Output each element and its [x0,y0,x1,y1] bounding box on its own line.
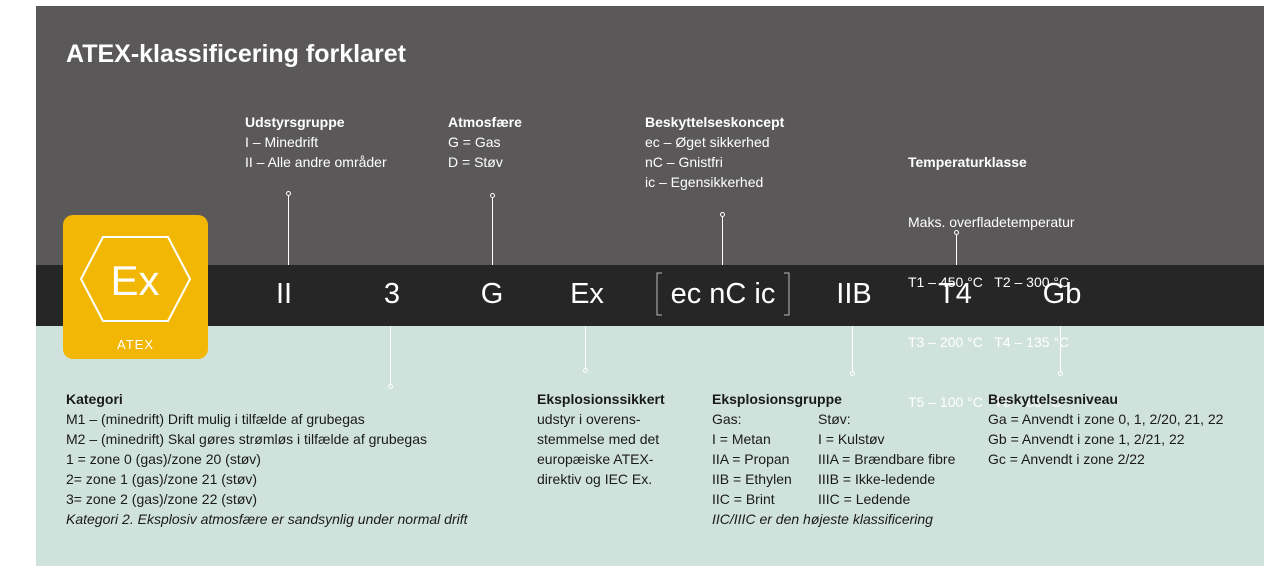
kategori-heading: Kategori [66,391,123,407]
eksplosionssikkert-line: europæiske ATEX- [537,451,654,467]
dust-item: IIIB = Ikke-ledende [818,471,936,487]
temperaturklasse-line: T5 – 100 °C T6 – 85 °C [908,394,1062,410]
code-protection-concept: ec nC ic [670,278,776,310]
code-ex: Ex [570,278,604,310]
beskyttelseskoncept-line: nC – Gnistfri [645,154,723,170]
beskyttelseskoncept-heading: Beskyttelseskoncept [645,114,785,130]
beskyttelseskoncept-block: Beskyttelseskoncept ec – Øget sikkerhed … [645,112,784,192]
connector-line [956,234,957,265]
atmosfaere-heading: Atmosfære [448,114,522,130]
eksplosionssikkert-heading: Eksplosionssikkert [537,391,665,407]
connector-dot [720,212,725,217]
eksplosionssikkert-line: stemmelse med det [537,431,660,447]
kategori-line: 2= zone 1 (gas)/zone 21 (støv) [66,471,258,487]
code-band [36,265,1264,326]
kategori-line: 1 = zone 0 (gas)/zone 20 (støv) [66,451,261,467]
temperaturklasse-line: T1 – 450 °C T2 – 300 °C [908,274,1070,290]
kategori-note: Kategori 2. Eksplosiv atmosfære er sands… [66,511,468,527]
atmosfaere-block: Atmosfære G = Gas D = Støv [448,112,522,172]
eksplosionsgruppe-note: IIC/IIIC er den højeste klassificering [712,511,933,527]
code-atmosphere: G [480,278,504,310]
atex-hexagon-icon: Ex [79,236,192,322]
beskyttelsesniveau-block: Beskyttelsesniveau Ga = Anvendt i zone 0… [988,389,1223,469]
eksplosionsgruppe-heading-block: Eksplosionsgruppe [712,389,842,409]
temperaturklasse-block: Temperaturklasse Maks. overfladetemperat… [908,112,1075,432]
kategori-line: M2 – (minedrift) Skal gøres strømløs i t… [66,431,427,447]
code-explosion-group: IIB [836,278,872,310]
connector-line [288,195,289,265]
connector-line [390,326,391,386]
beskyttelsesniveau-line: Gc = Anvendt i zone 2/22 [988,451,1145,467]
dust-item: IIIA = Brændbare fibre [818,451,956,467]
connector-line [492,197,493,265]
eksplosionssikkert-block: Eksplosionssikkert udstyr i overens- ste… [537,389,665,489]
connector-line [722,216,723,265]
gas-column: Gas: I = Metan IIA = Propan IIB = Ethyle… [712,409,792,509]
code-temperature-class: T4 [938,278,972,310]
atex-logo: Ex ATEX [63,215,208,359]
udstyrsgruppe-heading: Udstyrsgruppe [245,114,345,130]
beskyttelseskoncept-line: ec – Øget sikkerhed [645,134,770,150]
gas-item: IIB = Ethylen [712,471,792,487]
eksplosionsgruppe-heading: Eksplosionsgruppe [712,391,842,407]
udstyrsgruppe-line: II – Alle andre områder [245,154,387,170]
eksplosionssikkert-line: direktiv og IEC Ex. [537,471,653,487]
connector-dot [954,230,959,235]
beskyttelseskoncept-line: ic – Egensikkerhed [645,174,764,190]
temperaturklasse-line: T3 – 200 °C T4 – 135 °C [908,334,1070,350]
atmosfaere-line: D = Støv [448,154,503,170]
beskyttelsesniveau-heading: Beskyttelsesniveau [988,391,1118,407]
beskyttelsesniveau-line: Ga = Anvendt i zone 0, 1, 2/20, 21, 22 [988,411,1224,427]
connector-dot [388,384,393,389]
code-category: 3 [383,278,401,310]
code-equipment-group: II [275,278,293,310]
header-panel [36,6,1264,265]
gas-header: Gas: [712,411,742,427]
gas-item: IIA = Propan [712,451,790,467]
kategori-line: 3= zone 2 (gas)/zone 22 (støv) [66,491,258,507]
code-protection-level: Gb [1042,278,1082,310]
connector-line [1060,326,1061,372]
udstyrsgruppe-block: Udstyrsgruppe I – Minedrift II – Alle an… [245,112,387,172]
gas-item: I = Metan [712,431,771,447]
dust-item: I = Kulstøv [818,431,885,447]
kategori-block: Kategori M1 – (minedrift) Drift mulig i … [66,389,468,529]
logo-label: ATEX [117,337,154,352]
temperaturklasse-line: Maks. overfladetemperatur [908,214,1075,230]
legend-panel [36,326,1264,566]
connector-dot [1058,371,1063,376]
udstyrsgruppe-line: I – Minedrift [245,134,319,150]
gas-item: IIC = Brint [712,491,775,507]
connector-line [852,326,853,372]
connector-dot [850,371,855,376]
logo-symbol: Ex [110,257,159,304]
dust-column: Støv: I = Kulstøv IIIA = Brændbare fibre… [818,409,955,509]
dust-item: IIIC = Ledende [818,491,911,507]
code-bracket [656,272,790,316]
temperaturklasse-heading: Temperaturklasse [908,154,1027,170]
connector-line [585,326,586,370]
beskyttelsesniveau-line: Gb = Anvendt i zone 1, 2/21, 22 [988,431,1185,447]
connector-dot [583,368,588,373]
page-title: ATEX-klassificering forklaret [66,40,406,68]
dust-header: Støv: [818,411,851,427]
eksplosionssikkert-line: udstyr i overens- [537,411,641,427]
kategori-line: M1 – (minedrift) Drift mulig i tilfælde … [66,411,365,427]
atmosfaere-line: G = Gas [448,134,501,150]
connector-dot [286,191,291,196]
connector-dot [490,193,495,198]
